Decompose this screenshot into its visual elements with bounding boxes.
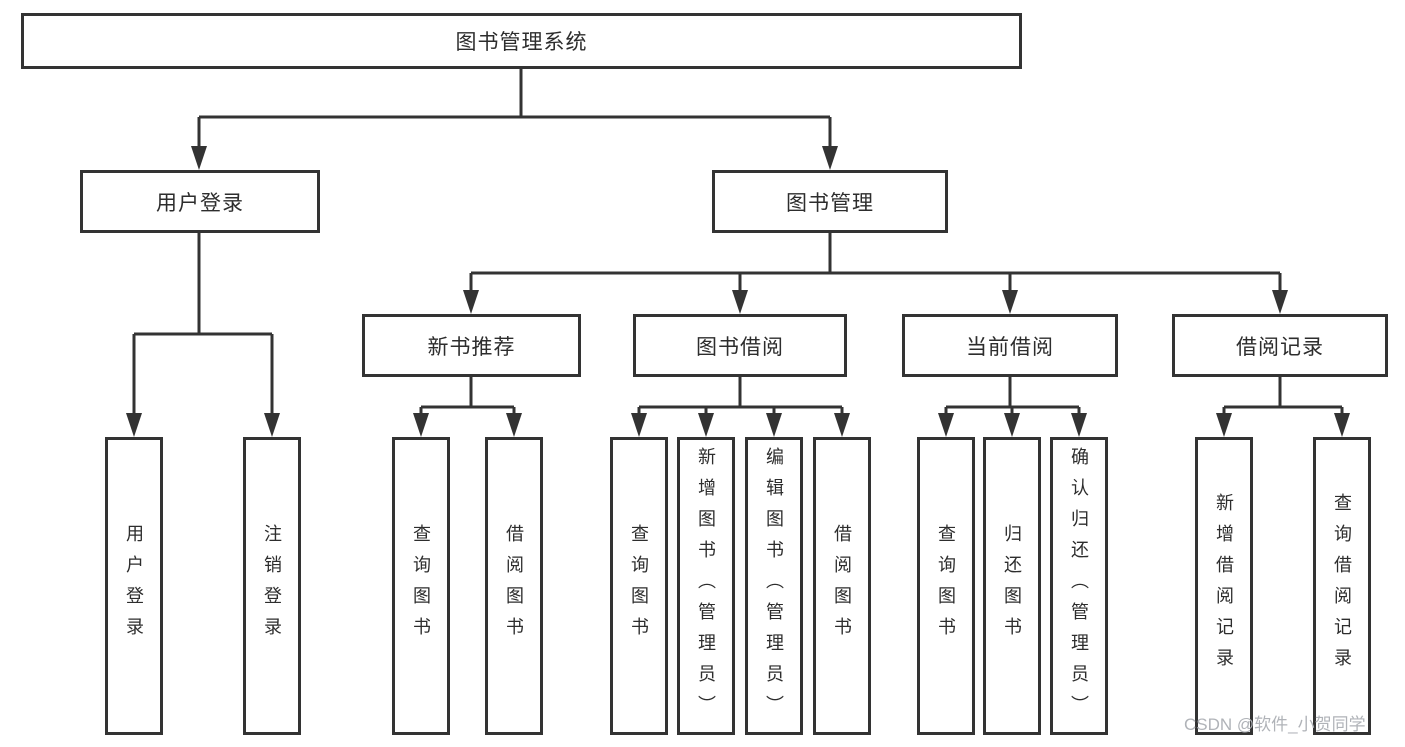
- node-bb-query-books-label: 查询图书: [629, 524, 649, 648]
- connector-bookborrow-to-leaves: [631, 377, 850, 437]
- node-user-login-label: 用户登录: [156, 191, 244, 215]
- node-login: 用户登录: [105, 437, 163, 735]
- node-br-query-record: 查询借阅记录: [1313, 437, 1371, 735]
- node-cb-query-books-label: 查询图书: [936, 524, 956, 648]
- node-root: 图书管理系统: [21, 13, 1022, 69]
- node-rec-query-books: 查询图书: [392, 437, 450, 735]
- node-new-book-rec-label: 新书推荐: [427, 335, 516, 359]
- connector-borrowrecords-to-leaves: [1216, 377, 1350, 437]
- connector-currentborrow-to-leaves: [938, 377, 1087, 437]
- node-borrow-records: 借阅记录: [1172, 314, 1388, 377]
- node-br-add-record: 新增借阅记录: [1195, 437, 1253, 735]
- node-br-add-record-label: 新增借阅记录: [1214, 493, 1234, 679]
- node-bb-borrow-books-label: 借阅图书: [832, 524, 852, 648]
- node-user-login: 用户登录: [80, 170, 320, 233]
- node-current-borrow-label: 当前借阅: [966, 335, 1054, 359]
- csdn-watermark: CSDN @软件_小贺同学: [1184, 715, 1366, 734]
- node-bb-query-books: 查询图书: [610, 437, 668, 735]
- node-book-mgmt-label: 图书管理: [786, 191, 874, 215]
- node-cb-return-book: 归还图书: [983, 437, 1041, 735]
- node-book-borrow-label: 图书借阅: [696, 335, 784, 359]
- connector-newrec-to-leaves: [413, 377, 522, 437]
- node-current-borrow: 当前借阅: [902, 314, 1118, 377]
- node-logout: 注销登录: [243, 437, 301, 735]
- node-cb-query-books: 查询图书: [917, 437, 975, 735]
- node-cb-confirm-return-label: 确认归还（管理员）: [1069, 446, 1089, 726]
- node-book-mgmt: 图书管理: [712, 170, 948, 233]
- connector-userlogin-to-leaves: [126, 233, 280, 437]
- node-bb-add-book: 新增图书（管理员）: [677, 437, 735, 735]
- node-borrow-records-label: 借阅记录: [1236, 335, 1324, 359]
- node-rec-borrow-books-label: 借阅图书: [504, 524, 524, 648]
- node-login-label: 用户登录: [124, 524, 144, 648]
- node-br-query-record-label: 查询借阅记录: [1332, 493, 1352, 679]
- node-rec-query-books-label: 查询图书: [411, 524, 431, 648]
- node-root-label: 图书管理系统: [455, 31, 588, 54]
- node-cb-confirm-return: 确认归还（管理员）: [1050, 437, 1108, 735]
- node-bb-borrow-books: 借阅图书: [813, 437, 871, 735]
- node-bb-edit-book: 编辑图书（管理员）: [745, 437, 803, 735]
- node-logout-label: 注销登录: [262, 524, 282, 648]
- node-bb-edit-book-label: 编辑图书（管理员）: [764, 446, 784, 726]
- node-bb-add-book-label: 新增图书（管理员）: [696, 446, 716, 726]
- node-rec-borrow-books: 借阅图书: [485, 437, 543, 735]
- node-cb-return-book-label: 归还图书: [1002, 524, 1022, 648]
- connector-bookmgmt-to-modules: [463, 233, 1288, 314]
- node-new-book-rec: 新书推荐: [362, 314, 581, 377]
- node-book-borrow: 图书借阅: [633, 314, 847, 377]
- connector-root-to-level2: [191, 69, 838, 170]
